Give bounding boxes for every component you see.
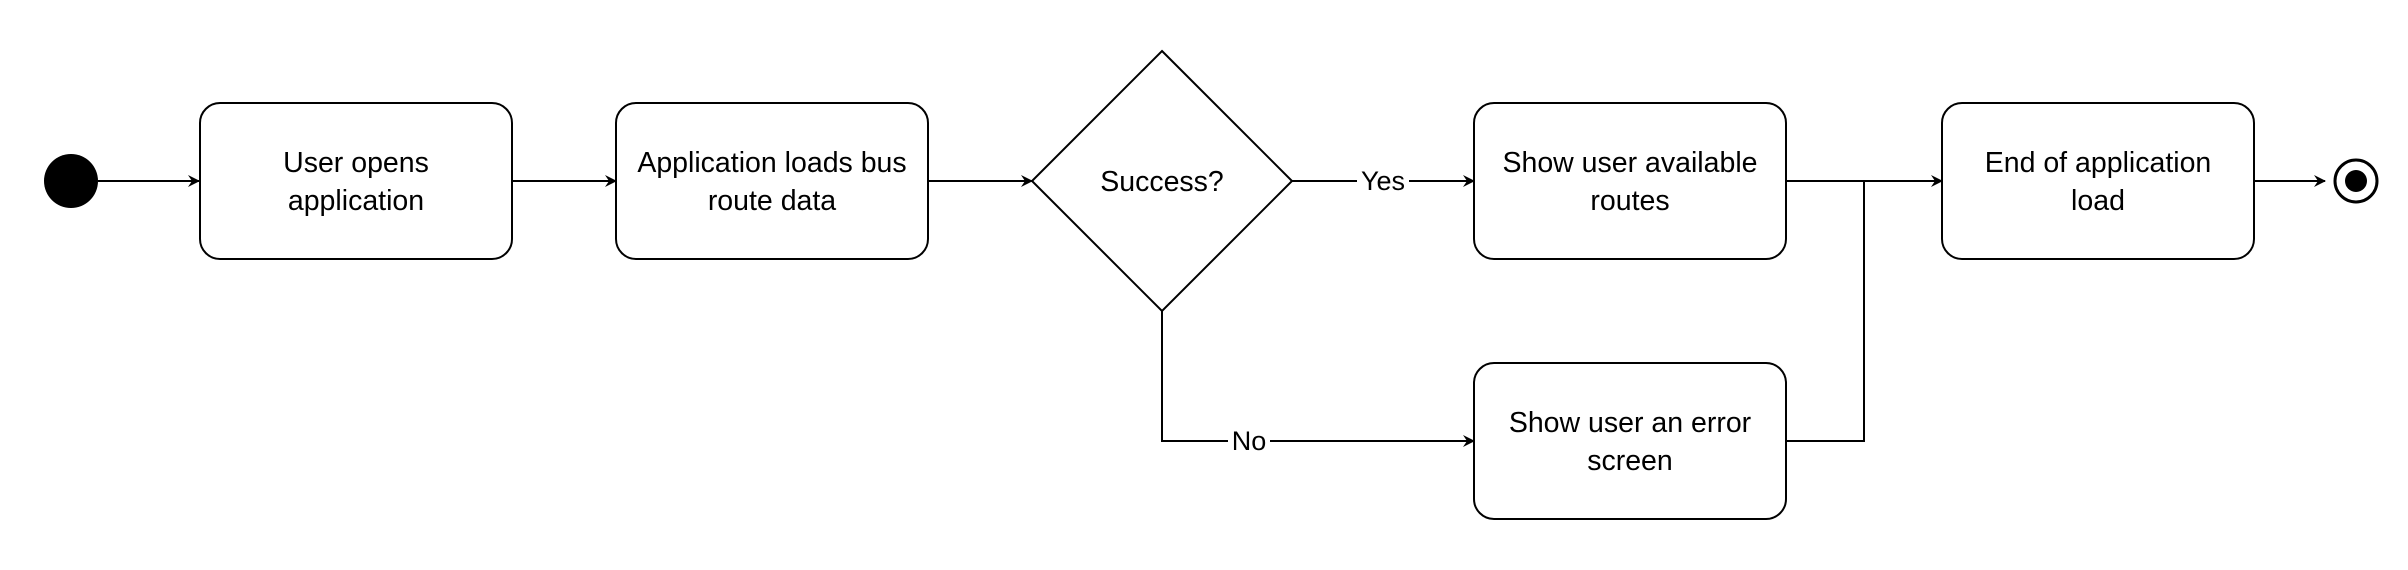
- node-end-load-line2: load: [2071, 185, 2125, 217]
- node-show-available-routes: Show user available routes: [1473, 102, 1787, 260]
- node-show-error-line2: screen: [1587, 445, 1673, 477]
- node-loads-data-line2: route data: [708, 185, 836, 217]
- node-user-opens-application: User opens application: [199, 102, 513, 260]
- node-show-routes-line2: routes: [1590, 185, 1669, 217]
- node-user-opens-line1: User opens: [283, 147, 429, 179]
- no-label: No: [1232, 426, 1267, 456]
- yes-label: Yes: [1361, 166, 1405, 196]
- node-end-of-application-load: End of application load: [1941, 102, 2255, 260]
- edge-success-no: [1161, 311, 1475, 447]
- edge-show-error-to-end: [1786, 181, 1865, 442]
- node-user-opens-line2: application: [288, 185, 424, 217]
- decision-success-label: Success?: [1100, 166, 1224, 198]
- decision-success: Success?: [1030, 49, 1294, 313]
- node-loads-data-line1: Application loads bus: [637, 147, 906, 179]
- node-end-load-line1: End of application: [1985, 147, 2212, 179]
- node-show-routes-line1: Show user available: [1502, 147, 1757, 179]
- node-show-error-line1: Show user an error: [1509, 407, 1752, 439]
- node-application-loads-data: Application loads bus route data: [615, 102, 929, 260]
- final-node: [2333, 158, 2379, 204]
- initial-node: [44, 154, 98, 208]
- yes-label-bg: [1357, 166, 1409, 196]
- no-label-bg: [1228, 426, 1270, 456]
- node-show-error-screen: Show user an error screen: [1473, 362, 1787, 520]
